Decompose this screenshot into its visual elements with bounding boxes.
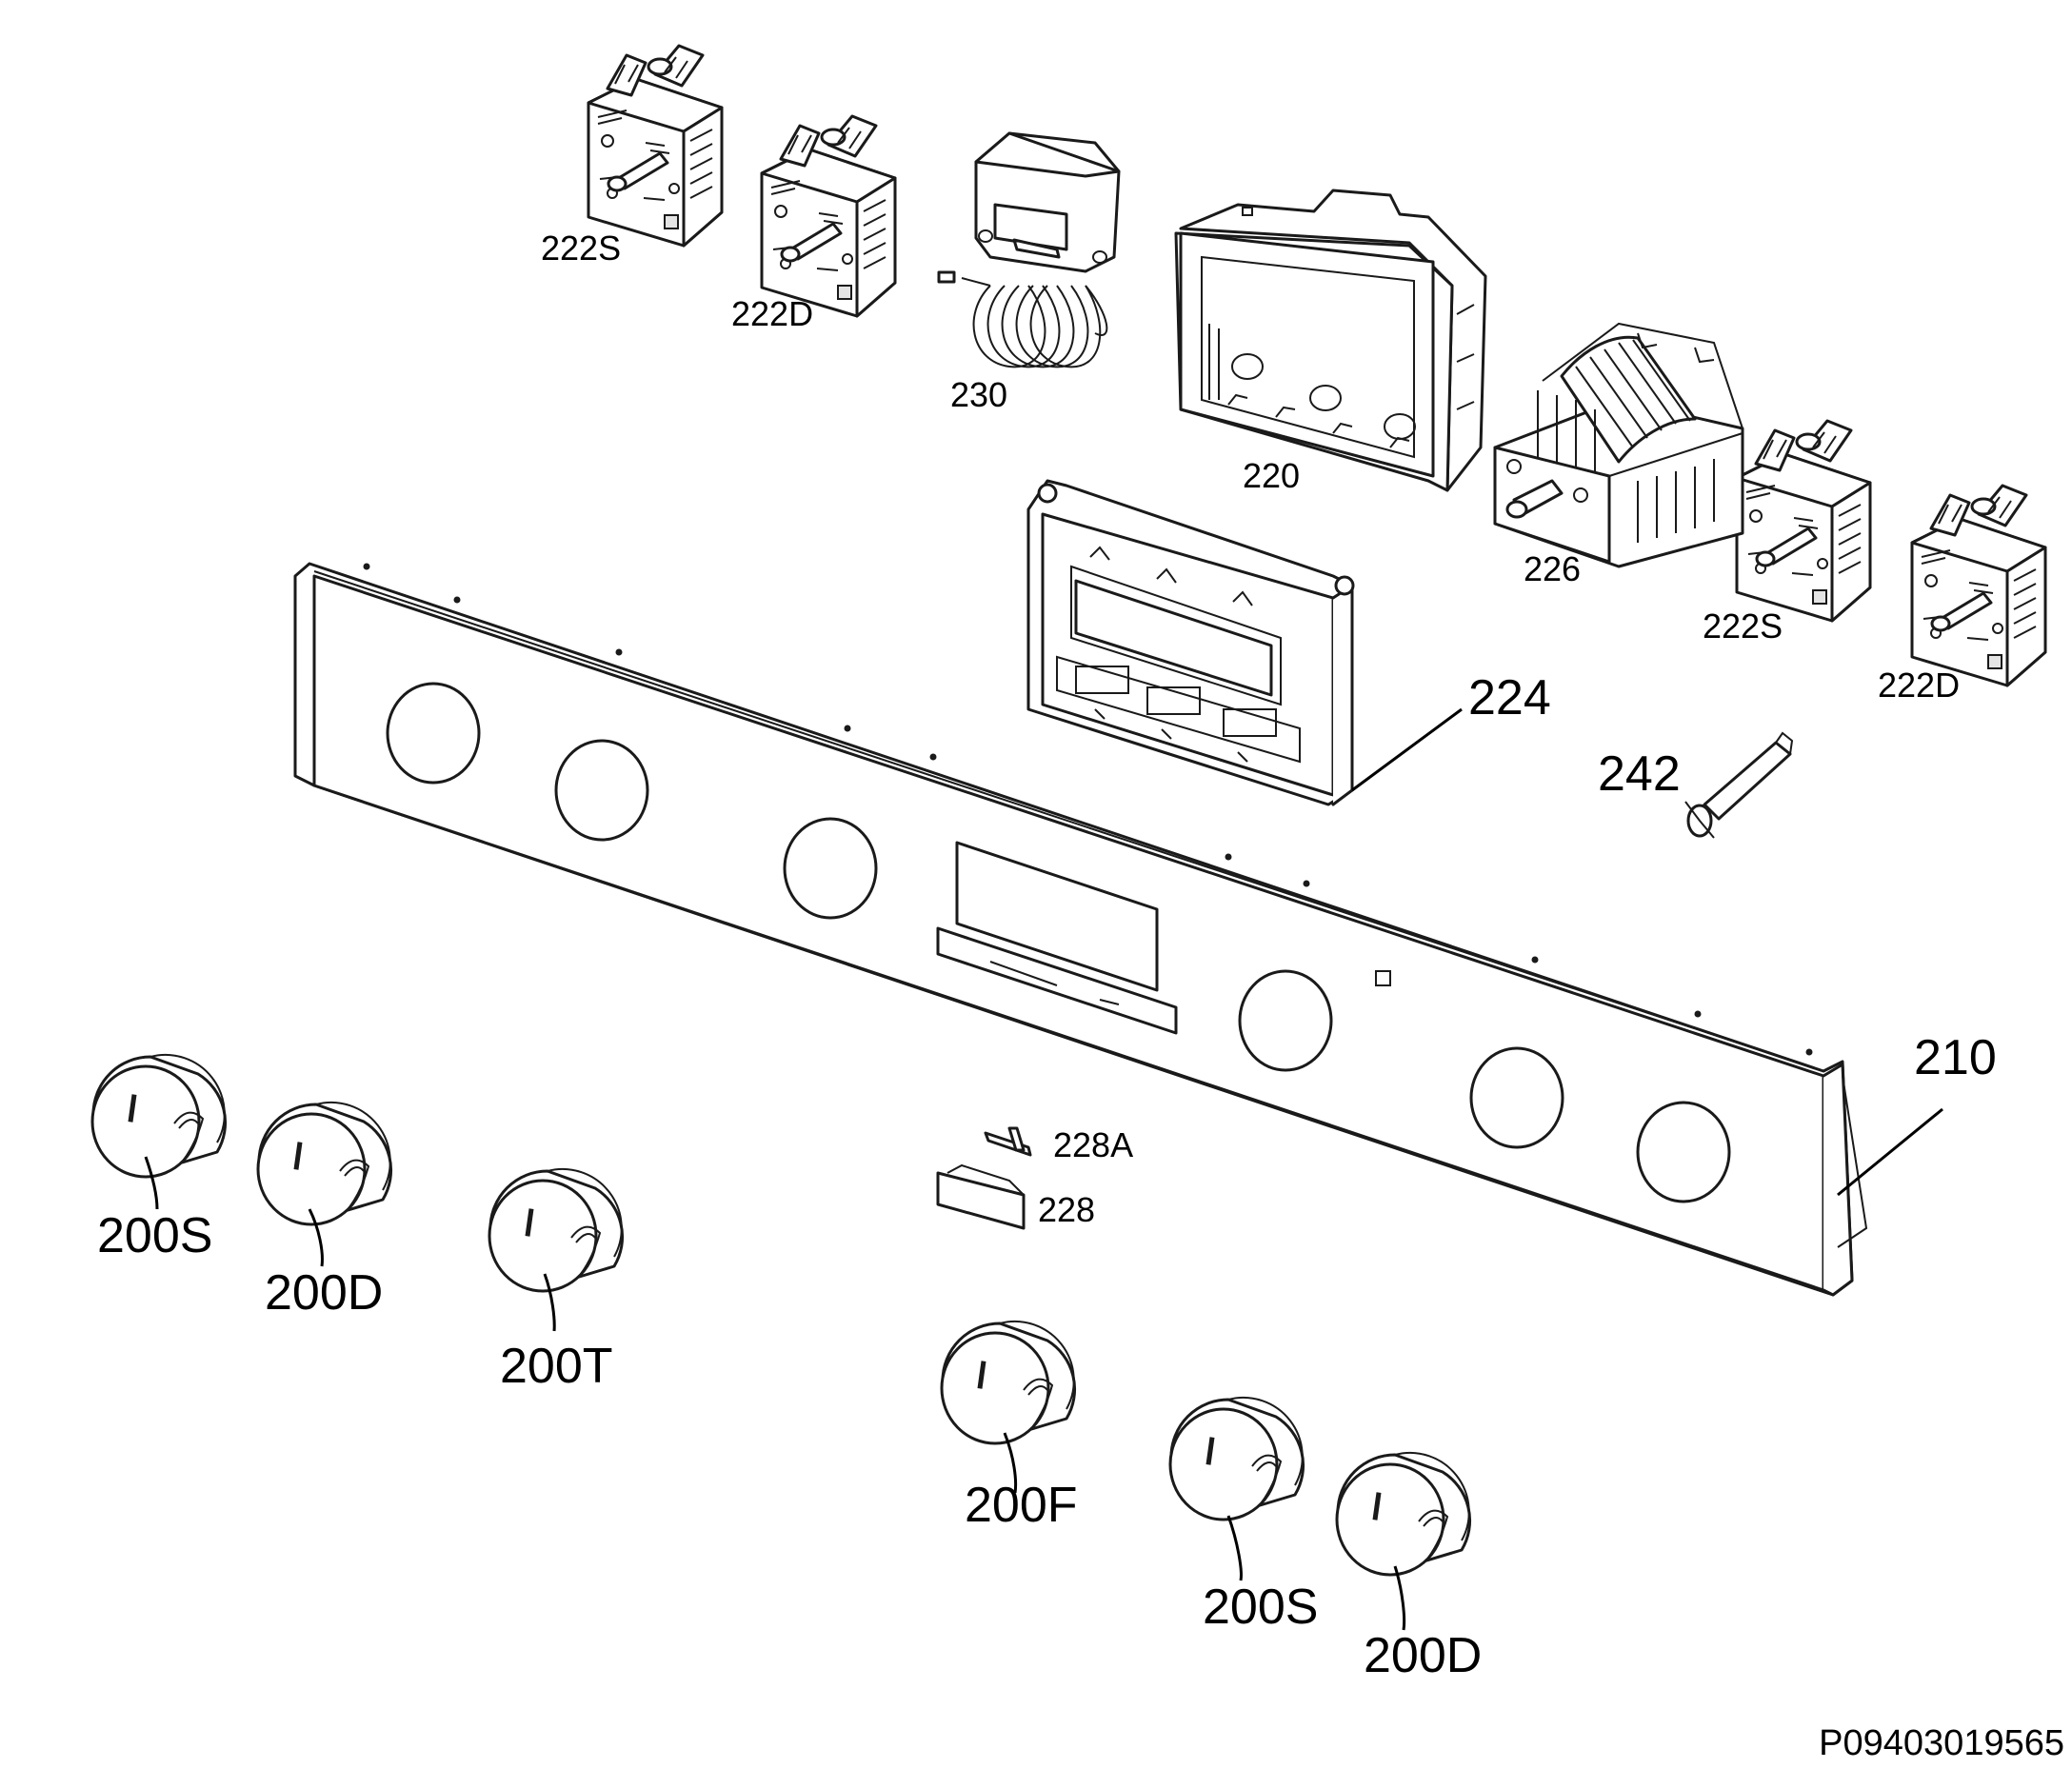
callout-224: 224 (1468, 670, 1551, 725)
control-knob-200d-bottom (1335, 1451, 1472, 1577)
callout-222d-top: 222D (731, 294, 813, 333)
callout-200s-left: 200S (97, 1208, 212, 1263)
callout-222s-top: 222S (541, 229, 621, 268)
drawing-number: P09403019565 (1819, 1723, 2064, 1763)
bracket-220 (1174, 189, 1487, 492)
callout-200f: 200F (965, 1478, 1078, 1533)
callout-222s-right: 222S (1703, 606, 1783, 646)
control-knob-200f (940, 1320, 1077, 1445)
callout-200d-left: 200D (265, 1265, 383, 1321)
callout-220: 220 (1243, 456, 1300, 495)
callout-222d-right: 222D (1878, 666, 1960, 705)
callout-228: 228 (1038, 1190, 1095, 1229)
control-panel-210 (293, 562, 1868, 1297)
control-knob-200s-left (90, 1053, 228, 1179)
energy-regulator-222d-top (760, 114, 897, 318)
button-228 (936, 1163, 1026, 1230)
selector-switch-226 (1493, 322, 1744, 568)
indicator-lamp-242 (1684, 731, 1794, 839)
callout-200d-bottom: 200D (1364, 1628, 1482, 1683)
control-knob-200t (488, 1167, 625, 1293)
callout-210: 210 (1914, 1030, 1997, 1085)
callout-200s-bottom: 200S (1203, 1580, 1318, 1635)
clip-228a (984, 1126, 1032, 1157)
timer-module-224 (1026, 479, 1355, 806)
energy-regulator-222s-right (1735, 419, 1872, 623)
callout-226: 226 (1524, 549, 1581, 588)
control-knob-200d-left (256, 1101, 393, 1226)
callout-230: 230 (950, 375, 1007, 414)
thermostat-230 (937, 131, 1121, 368)
energy-regulator-222s-top (587, 44, 724, 248)
callout-228a: 228A (1053, 1125, 1133, 1164)
callout-242: 242 (1598, 746, 1681, 802)
callout-200t: 200T (500, 1339, 613, 1394)
control-knob-200s-bottom (1168, 1396, 1305, 1521)
energy-regulator-222d-right (1910, 484, 2047, 687)
